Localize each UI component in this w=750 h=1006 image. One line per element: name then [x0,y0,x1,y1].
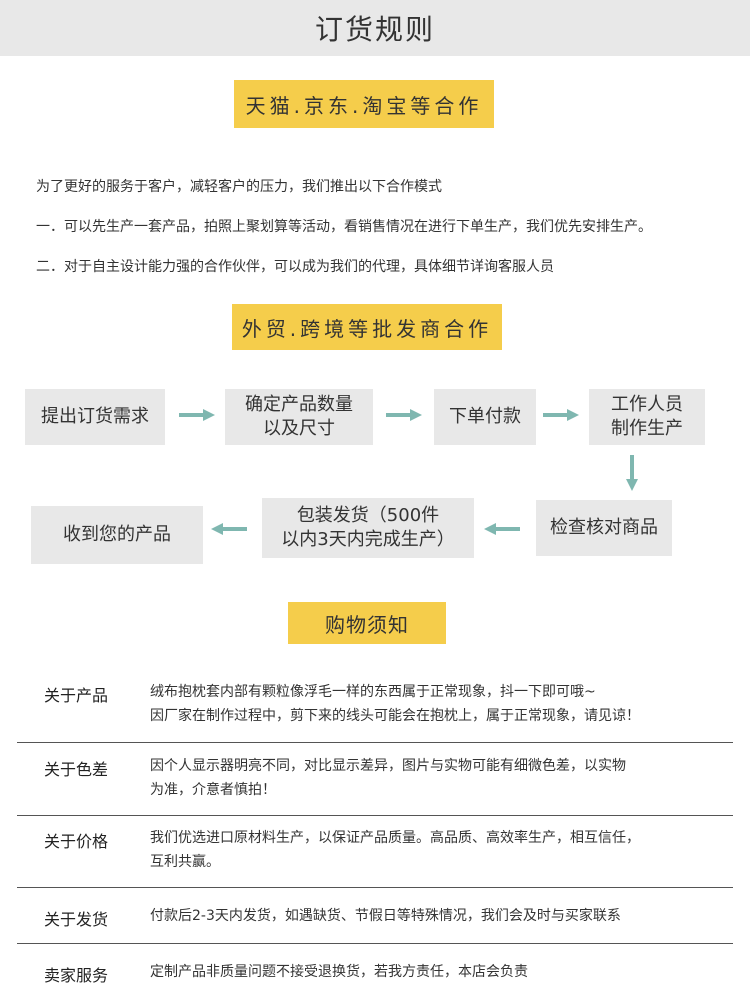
step-confirm-quantity: 确定产品数量 以及尺寸 [225,389,373,445]
notice-label-price: 关于价格 [44,832,109,851]
row-divider [17,887,733,888]
section-badge-platform-cooperation: 天猫.京东.淘宝等合作 [234,80,494,128]
arrow-right-icon [179,409,215,421]
section-badge-shopping-notice: 购物须知 [288,602,446,644]
badge-label: 购物须知 [325,612,409,637]
badge-label: 天猫.京东.淘宝等合作 [245,93,483,118]
step-label: 下单付款 [449,406,521,427]
arrow-left-icon [484,523,520,535]
arrow-right-icon [386,409,422,421]
notice-label-color-difference: 关于色差 [44,760,109,779]
step-inspect-goods: 检查核对商品 [536,500,672,556]
page-title: 订货规则 [314,13,435,46]
option-two-line: 二．对于自主设计能力强的合作伙伴，可以成为我们的代理，具体细节详询客服人员 [36,259,554,275]
notice-label-shipping: 关于发货 [44,910,109,929]
row-divider [17,943,733,944]
step-receive-product: 收到您的产品 [31,506,203,564]
step-label: 收到您的产品 [63,524,171,545]
section-badge-wholesale-cooperation: 外贸.跨境等批发商合作 [232,304,502,350]
notice-text-product: 绒布抱枕套内部有颗粒像浮毛一样的东西属于正常现象，抖一下即可哦~ 因厂家在制作过… [150,684,640,724]
page-header: 订货规则 [0,0,750,56]
step-place-order-pay: 下单付款 [434,389,536,445]
step-submit-request: 提出订货需求 [25,389,165,445]
step-staff-production: 工作人员 制作生产 [589,389,705,445]
notice-text-shipping: 付款后2-3天内发货，如遇缺货、节假日等特殊情况，我们会及时与买家联系 [150,908,621,924]
notice-label-product: 关于产品 [44,686,109,705]
notice-text-seller-service: 定制产品非质量问题不接受退换货，若我方责任，本店会负责 [150,964,528,980]
step-label: 工作人员 制作生产 [611,394,683,439]
option-one-line: 一．可以先生产一套产品，拍照上聚划算等活动，看销售情况在进行下单生产，我们优先安… [36,219,652,235]
row-divider [17,815,733,816]
notice-text-price: 我们优选进口原材料生产，以保证产品质量。高品质、高效率生产，相互信任， 互利共赢… [150,830,640,870]
arrow-down-icon [626,455,638,491]
arrow-left-icon [211,523,247,535]
intro-line: 为了更好的服务于客户，减轻客户的压力，我们推出以下合作模式 [36,179,442,195]
step-label: 包装发货（500件 以内3天内完成生产） [281,505,455,550]
step-label: 提出订货需求 [41,406,149,427]
step-label: 检查核对商品 [550,517,658,538]
notice-text-color-difference: 因个人显示器明亮不同，对比显示差异，图片与实物可能有细微色差，以实物 为准，介意… [150,758,626,798]
row-divider [17,742,733,743]
arrow-right-icon [543,409,579,421]
step-package-ship: 包装发货（500件 以内3天内完成生产） [262,498,474,558]
step-label: 确定产品数量 以及尺寸 [245,394,353,439]
badge-label: 外贸.跨境等批发商合作 [241,316,493,341]
notice-label-seller-service: 卖家服务 [44,966,109,985]
